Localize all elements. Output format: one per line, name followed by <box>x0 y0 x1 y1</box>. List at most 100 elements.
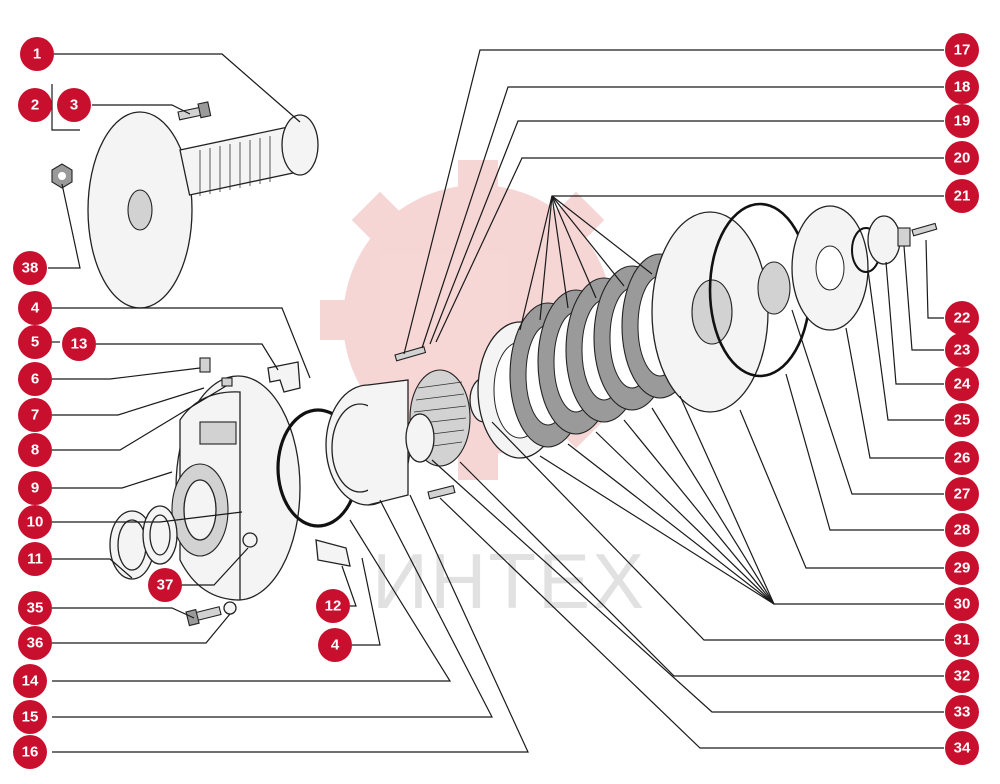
callout-label: 21 <box>954 188 971 205</box>
callout-15: 15 <box>13 700 47 734</box>
part-bolt-34 <box>427 485 456 500</box>
callout-label: 5 <box>31 334 39 351</box>
callout-11: 11 <box>18 542 52 576</box>
leader-lines <box>48 49 944 753</box>
callout-20: 20 <box>945 141 979 175</box>
part-bolt-22 <box>911 222 938 237</box>
callout-22: 22 <box>945 301 979 335</box>
callout-label: 2 <box>31 97 39 114</box>
callout-label: 27 <box>954 486 971 503</box>
callout-label: 22 <box>954 310 971 327</box>
part-pin-17 <box>394 346 427 362</box>
callout-label: 37 <box>157 577 174 594</box>
callout-label: 9 <box>31 480 39 497</box>
callout-1: 1 <box>20 37 54 71</box>
part-fitting-6 <box>199 357 211 373</box>
callout-label: 4 <box>31 300 40 317</box>
part-bolt-3 <box>177 101 212 121</box>
callout-23: 23 <box>945 333 979 367</box>
callout-label: 6 <box>31 371 39 388</box>
callout-17: 17 <box>945 33 979 67</box>
part-clutch-disc-pack-30 <box>477 253 699 459</box>
callout-label: 30 <box>954 596 971 613</box>
callout-18: 18 <box>945 70 979 104</box>
callout-label: 18 <box>954 79 971 96</box>
part-washer-36 <box>223 601 237 615</box>
part-output-shaft <box>87 111 319 309</box>
callout-9: 9 <box>18 471 52 505</box>
callout-label: 25 <box>954 412 971 429</box>
callout-label: 20 <box>954 150 971 167</box>
callout-label: 26 <box>954 450 971 467</box>
part-piston-drum-15 <box>325 379 411 506</box>
part-lock-23 <box>897 227 911 247</box>
callout-label: 14 <box>22 673 39 690</box>
part-nut-38 <box>51 163 73 189</box>
callout-label: 32 <box>954 668 971 685</box>
part-fitting-7 <box>221 377 233 387</box>
callout-16: 16 <box>13 735 47 769</box>
callout-30: 30 <box>945 587 979 621</box>
callout-35: 35 <box>18 591 52 625</box>
callout-36: 36 <box>18 626 52 660</box>
callout-8: 8 <box>18 433 52 467</box>
callout-label: 4 <box>331 637 340 654</box>
callout-label: 24 <box>954 376 971 393</box>
callout-3: 3 <box>57 88 91 122</box>
callout-label: 13 <box>71 336 88 353</box>
callout-32: 32 <box>945 659 979 693</box>
callout-label: 38 <box>22 260 39 277</box>
part-cover-plate-29 <box>651 211 769 413</box>
callout-29: 29 <box>945 551 979 585</box>
callout-12: 12 <box>316 589 350 623</box>
callout-7: 7 <box>18 398 52 432</box>
callout-label: 12 <box>325 598 342 615</box>
callout-label: 23 <box>954 342 971 359</box>
callout-label: 11 <box>27 551 43 568</box>
callout-38: 38 <box>13 251 47 285</box>
callout-4-lower: 4 <box>318 628 352 662</box>
callout-label: 28 <box>954 522 971 539</box>
callout-31: 31 <box>945 623 979 657</box>
callout-2: 2 <box>18 88 52 122</box>
callout-13: 13 <box>62 327 96 361</box>
callout-label: 35 <box>27 600 44 617</box>
watermark-text: ИНТЕХ <box>372 537 646 625</box>
callout-label: 15 <box>22 709 39 726</box>
callout-label: 36 <box>27 635 44 652</box>
part-bearing-27 <box>757 261 791 315</box>
part-sprocket-26 <box>791 205 869 331</box>
callout-5: 5 <box>18 325 52 359</box>
callout-label: 10 <box>27 514 44 531</box>
callout-33: 33 <box>945 695 979 729</box>
part-washer-24 <box>867 215 901 265</box>
part-plug-37 <box>242 532 258 548</box>
callout-34: 34 <box>945 731 979 765</box>
callout-6: 6 <box>18 362 52 396</box>
callout-label: 31 <box>954 632 971 649</box>
callout-10: 10 <box>18 505 52 539</box>
callout-label: 1 <box>33 46 41 63</box>
callout-label: 16 <box>22 744 39 761</box>
callout-4: 4 <box>18 291 52 325</box>
callout-27: 27 <box>945 477 979 511</box>
callout-24: 24 <box>945 367 979 401</box>
callout-label: 33 <box>954 704 971 721</box>
part-plate-12 <box>315 539 351 567</box>
callout-label: 17 <box>954 42 971 59</box>
callout-label: 3 <box>70 97 78 114</box>
callout-label: 19 <box>954 113 971 130</box>
callout-26: 26 <box>945 441 979 475</box>
callout-label: 8 <box>31 442 39 459</box>
callout-37: 37 <box>148 568 182 602</box>
callout-14: 14 <box>13 664 47 698</box>
part-bolt-35 <box>185 606 222 627</box>
callout-label: 29 <box>954 560 971 577</box>
part-housing <box>171 375 301 601</box>
part-ring-33 <box>405 413 435 463</box>
part-bracket-13 <box>267 361 301 393</box>
callout-21: 21 <box>945 179 979 213</box>
callout-label: 7 <box>31 407 39 424</box>
callout-28: 28 <box>945 513 979 547</box>
callout-label: 34 <box>954 740 971 757</box>
